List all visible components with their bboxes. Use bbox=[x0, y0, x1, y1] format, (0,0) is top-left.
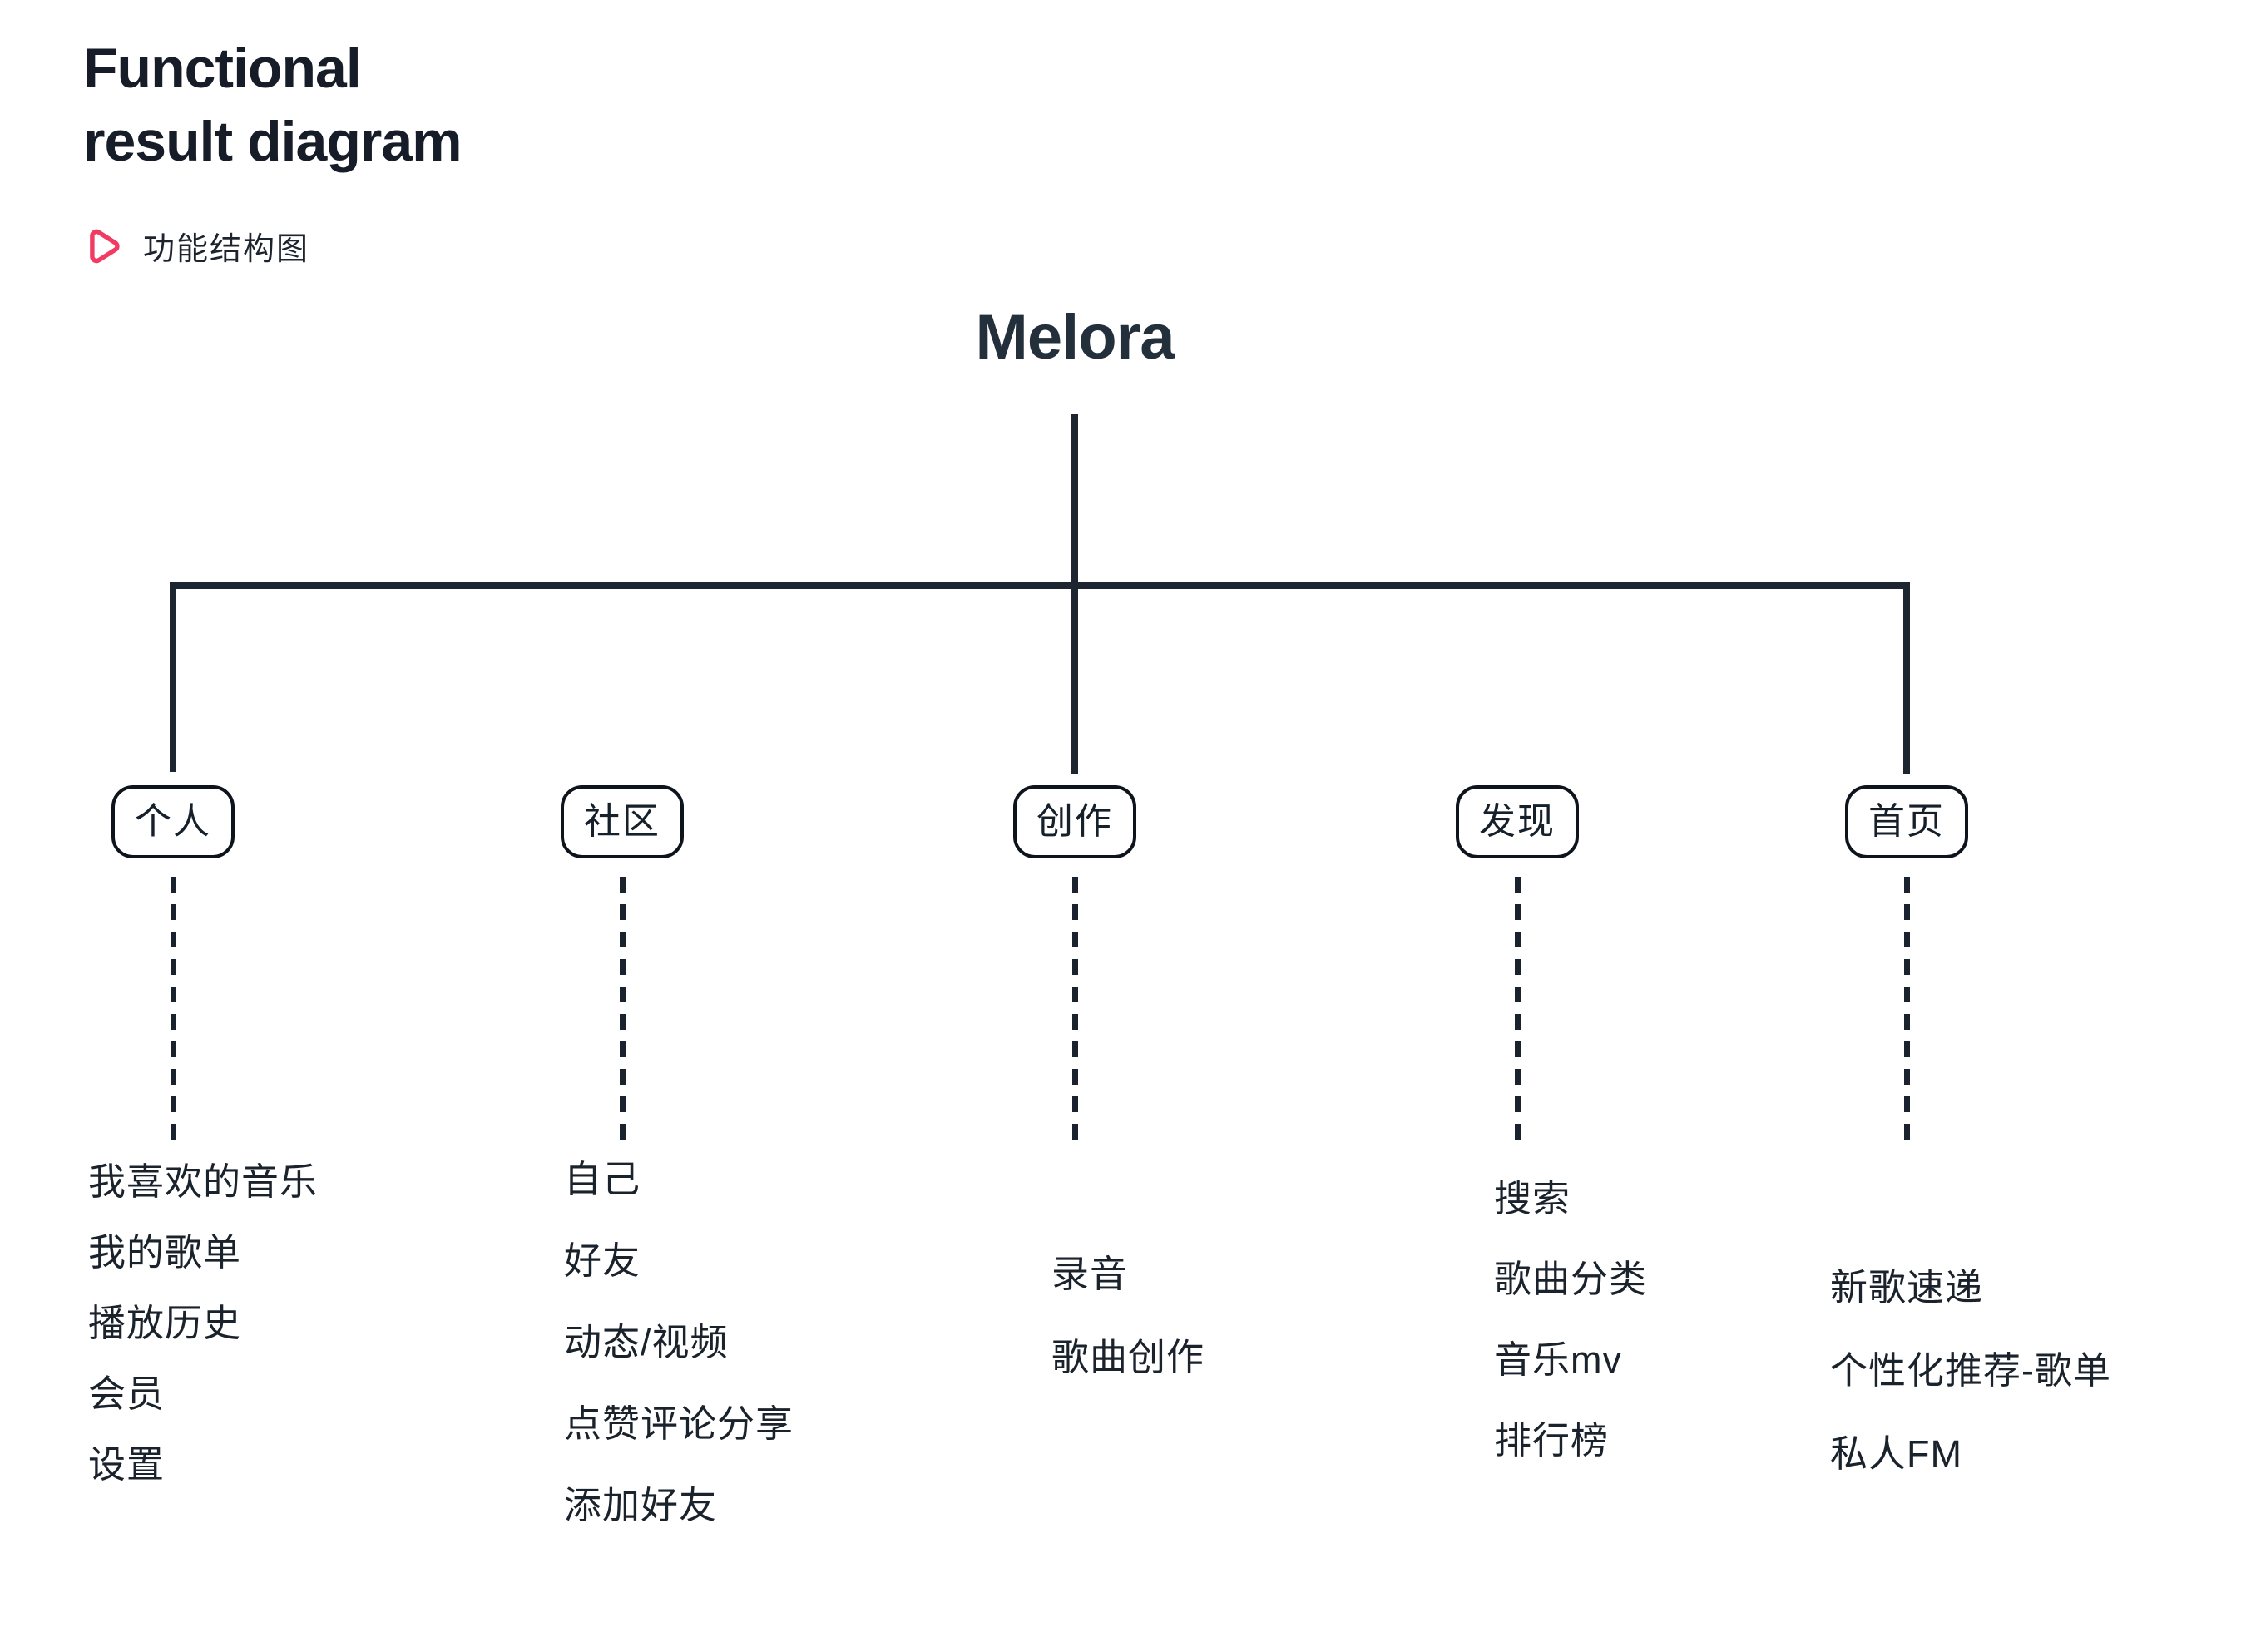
dashed-connector-creation bbox=[1072, 877, 1078, 1141]
connector-vertical-left bbox=[170, 582, 176, 772]
list-item: 自己 bbox=[564, 1158, 641, 1200]
list-item: 我的歌单 bbox=[88, 1231, 242, 1274]
dashed-connector-personal bbox=[171, 877, 176, 1141]
list-item: 排行榜 bbox=[1494, 1419, 1610, 1462]
connector-vertical-center bbox=[1071, 414, 1078, 774]
subtitle-label: 功能结构图 bbox=[143, 232, 310, 267]
list-item: 点赞评论分享 bbox=[564, 1402, 794, 1445]
branch-node-home: 首页 bbox=[1845, 785, 1968, 858]
list-item: 设置 bbox=[88, 1443, 166, 1486]
dashed-connector-home bbox=[1904, 877, 1910, 1141]
branch-node-personal: 个人 bbox=[111, 785, 235, 858]
page-title-line1: Functional bbox=[83, 37, 362, 100]
page-title-line2: result diagram bbox=[83, 110, 463, 173]
branch-node-creation: 创作 bbox=[1013, 785, 1136, 858]
list-item: 音乐mv bbox=[1494, 1338, 1622, 1381]
subtitle-row: 功能结构图 bbox=[88, 223, 309, 269]
list-item: 会员 bbox=[88, 1373, 166, 1415]
list-item: 新歌速递 bbox=[1830, 1266, 1984, 1308]
list-item: 歌曲分类 bbox=[1494, 1258, 1648, 1300]
item-list-personal: 我喜欢的音乐 我的歌单 播放历史 会员 设置 bbox=[88, 1146, 318, 1500]
list-item: 好友 bbox=[564, 1239, 641, 1282]
list-item: 动态/视频 bbox=[564, 1321, 729, 1363]
list-item: 歌曲创作 bbox=[1051, 1336, 1205, 1378]
item-list-community: 自己 好友 动态/视频 点赞评论分享 添加好友 bbox=[564, 1139, 794, 1546]
connector-horizontal-main bbox=[170, 582, 1910, 589]
branch-node-discovery: 发现 bbox=[1456, 785, 1579, 858]
item-list-discovery: 搜索 歌曲分类 音乐mv 排行榜 bbox=[1494, 1158, 1647, 1481]
dashed-connector-discovery bbox=[1515, 877, 1521, 1141]
item-list-home: 新歌速递 个性化推荐-歌单 私人FM bbox=[1830, 1246, 2111, 1496]
list-item: 播放历史 bbox=[88, 1302, 242, 1344]
list-item: 个性化推荐-歌单 bbox=[1830, 1349, 2111, 1392]
item-list-creation: 录音 歌曲创作 bbox=[1051, 1233, 1205, 1399]
root-node-label: Melora bbox=[975, 302, 1175, 373]
connector-vertical-right bbox=[1903, 582, 1910, 774]
dashed-connector-community bbox=[620, 877, 626, 1141]
list-item: 我喜欢的音乐 bbox=[88, 1160, 319, 1203]
list-item: 搜索 bbox=[1494, 1177, 1571, 1219]
play-icon bbox=[88, 225, 123, 268]
list-item: 私人FM bbox=[1830, 1432, 1962, 1475]
page-title: Functional result diagram bbox=[83, 32, 463, 178]
branch-node-community: 社区 bbox=[561, 785, 684, 858]
list-item: 录音 bbox=[1051, 1253, 1129, 1295]
list-item: 添加好友 bbox=[564, 1484, 718, 1526]
